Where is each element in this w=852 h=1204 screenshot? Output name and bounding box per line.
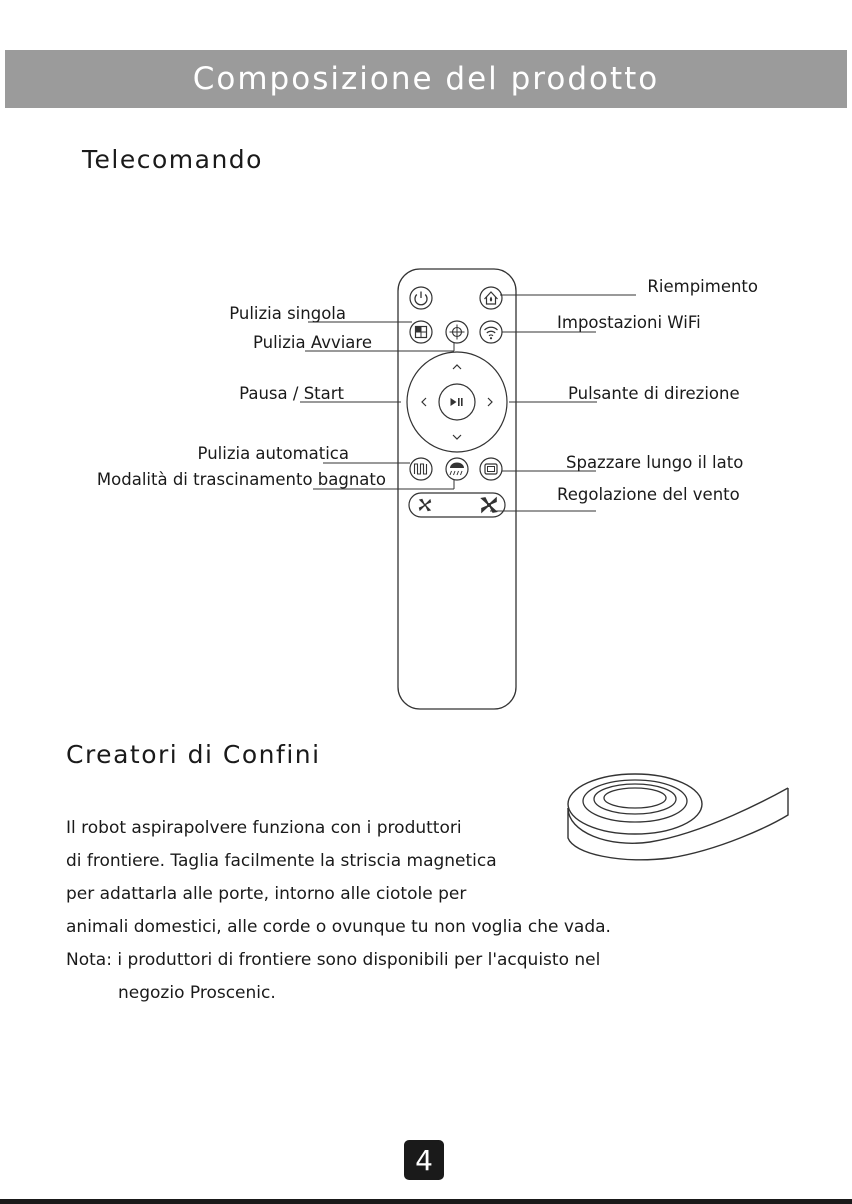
wet-mop-icon — [445, 457, 469, 481]
power-icon — [409, 286, 433, 310]
text-line: negozio Proscenic. — [118, 983, 276, 1003]
magnetic-tape-illustration — [567, 773, 789, 861]
boundary-section-title: Creatori di Confini — [66, 740, 321, 769]
label-wifi: Impostazioni WiFi — [557, 313, 701, 332]
arrow-down-icon — [452, 434, 462, 440]
label-single-clean: Pulizia singola — [229, 304, 346, 323]
boundary-description: Il robot aspirapolvere funziona con i pr… — [66, 812, 766, 1010]
remote-diagram: Pulizia singola Pulizia Avviare Pausa / … — [97, 268, 758, 710]
label-wind: Regolazione del vento — [557, 485, 740, 504]
remote-section-title: Telecomando — [82, 145, 263, 174]
start-clean-icon — [445, 320, 469, 344]
label-pause-start: Pausa / Start — [239, 384, 344, 403]
page-header: Composizione del prodotto — [5, 50, 847, 108]
label-refill: Riempimento — [647, 277, 758, 296]
text-line: Nota: i produttori di frontiere sono dis… — [66, 950, 601, 970]
label-auto-clean: Pulizia automatica — [198, 444, 349, 463]
page-number: 4 — [404, 1140, 444, 1180]
arrow-left-icon — [421, 397, 427, 407]
play-pause-icon — [450, 398, 463, 406]
label-edge-sweep: Spazzare lungo il lato — [566, 453, 743, 472]
label-wet-mop: Modalità di trascinamento bagnato — [97, 470, 386, 489]
auto-clean-icon — [409, 457, 433, 481]
wifi-icon — [479, 320, 503, 344]
single-clean-icon — [409, 320, 433, 344]
text-line: di frontiere. Taglia facilmente la stris… — [66, 851, 497, 871]
text-line: animali domestici, alle corde o ovunque … — [66, 917, 611, 937]
fan-low-icon — [418, 498, 432, 512]
text-line: per adattarla alle porte, intorno alle c… — [66, 884, 467, 904]
wind-control — [408, 492, 506, 518]
label-start-clean: Pulizia Avviare — [253, 333, 372, 352]
arrow-up-icon — [452, 364, 462, 370]
text-line: Il robot aspirapolvere funziona con i pr… — [66, 818, 462, 838]
refill-icon — [479, 286, 503, 310]
label-direction: Pulsante di direzione — [568, 384, 740, 403]
page-title: Composizione del prodotto — [192, 61, 660, 97]
play-pause-button — [438, 383, 476, 421]
fan-high-icon — [480, 496, 498, 514]
edge-sweep-icon — [479, 457, 503, 481]
arrow-right-icon — [487, 397, 493, 407]
bottom-divider — [0, 1199, 852, 1204]
